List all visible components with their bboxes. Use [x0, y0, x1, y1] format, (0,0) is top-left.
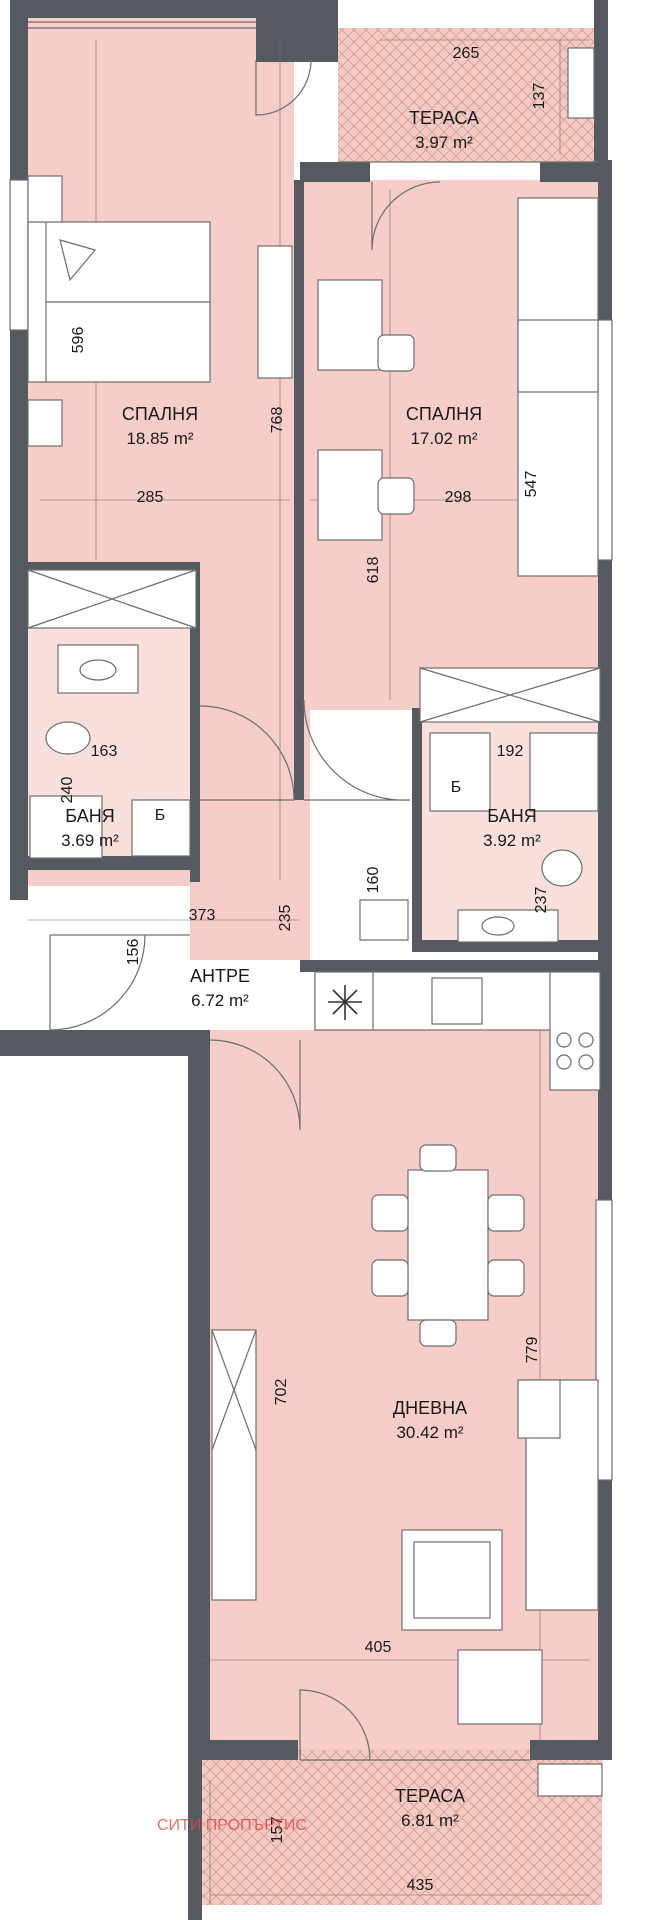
bath-right-name: БАНЯ [487, 806, 536, 826]
wall [412, 940, 612, 952]
washing-machine-icon [429, 732, 491, 812]
dim-label: 192 [497, 743, 524, 760]
heater-left-label: Б [155, 807, 166, 824]
shower-icon [529, 732, 599, 812]
openings [9, 21, 613, 1905]
chair [377, 477, 415, 515]
washing-machine-icon [359, 899, 409, 941]
nightstand [27, 399, 63, 447]
wall [594, 0, 608, 182]
washing-machine-icon [131, 799, 191, 857]
living-name: ДНЕВНА [393, 1398, 467, 1418]
wall [294, 180, 304, 800]
dimension-labels: 265 137 596 768 285 298 547 618 163 240 … [59, 45, 550, 1894]
wall [300, 960, 612, 972]
dim-label: 157 [269, 1817, 286, 1844]
living-area: 30.42 m² [396, 1423, 463, 1442]
wall [0, 1030, 210, 1056]
terrace-unit [537, 1763, 603, 1797]
stove-icon [549, 971, 601, 1091]
dim-label: 235 [277, 905, 294, 932]
hall-area: 6.72 m² [191, 991, 249, 1010]
heater-right-label: Б [451, 779, 462, 796]
wardrobe [27, 175, 63, 223]
terrace-top-area: 3.97 m² [415, 133, 473, 152]
wall [10, 0, 28, 900]
bedroom-right-area: 17.02 m² [410, 429, 477, 448]
bedroom-left-area: 18.85 m² [126, 429, 193, 448]
wall [28, 562, 198, 572]
bath-right-area: 3.92 m² [483, 831, 541, 850]
wall [256, 0, 338, 62]
wall [530, 1740, 612, 1760]
hall-floor-2 [190, 700, 310, 960]
armchair [457, 1649, 543, 1725]
bath-left-name: БАНЯ [65, 806, 114, 826]
terrace-unit [567, 47, 595, 119]
wall [28, 856, 200, 870]
terrace-bottom-name: ТЕРАСА [395, 1786, 465, 1806]
dim-label: 156 [125, 939, 142, 966]
wall [412, 718, 422, 948]
dim-label: 435 [407, 1877, 434, 1894]
wall [188, 1740, 298, 1760]
dim-label: 160 [365, 867, 382, 894]
desk-right [317, 279, 383, 371]
dim-label: 596 [70, 327, 87, 354]
coffee-table [401, 1529, 503, 1631]
sink-icon [431, 977, 483, 1025]
wall [190, 562, 200, 882]
room-labels: ТЕРАСА 3.97 m² СПАЛНЯ 18.85 m² СПАЛНЯ 17… [61, 108, 541, 1830]
bath-left-area: 3.69 m² [61, 831, 119, 850]
wall [188, 1760, 202, 1920]
hall-name: АНТРЕ [190, 966, 250, 986]
dim-label: 373 [189, 907, 216, 924]
shower-icon [29, 795, 103, 859]
wardrobe-living [211, 1329, 257, 1601]
wall [300, 162, 370, 182]
wall [10, 0, 256, 18]
toilet-icon [541, 849, 583, 887]
snowflake-icon [328, 985, 362, 1020]
furniture [27, 47, 603, 1797]
watermark: СИТИ ПРОПЪРТИС [157, 1817, 307, 1834]
sink-icon [57, 644, 139, 694]
dim-label: 137 [531, 83, 548, 110]
dim-label: 163 [91, 743, 118, 760]
bedroom-left-name: СПАЛНЯ [122, 404, 198, 424]
heater-labels: Б Б [155, 779, 462, 824]
chair [377, 334, 415, 372]
dim-label: 298 [445, 489, 472, 506]
desk-right-2 [317, 449, 383, 541]
bed-icon [27, 221, 211, 383]
terrace-top-name: ТЕРАСА [409, 108, 479, 128]
toilet-icon [45, 721, 91, 755]
dim-label: 618 [365, 557, 382, 584]
bedroom-right-name: СПАЛНЯ [406, 404, 482, 424]
dim-label: 702 [273, 1379, 290, 1406]
dim-label: 405 [365, 1639, 392, 1656]
dim-label: 547 [523, 471, 540, 498]
dim-label: 265 [453, 45, 480, 62]
dim-label: 285 [137, 489, 164, 506]
terrace-bottom-floor [202, 1750, 602, 1905]
wall [540, 162, 610, 182]
dim-label: 779 [524, 1337, 541, 1364]
desk-left [257, 245, 293, 379]
dim-label: 768 [269, 407, 286, 434]
dim-label: 237 [533, 887, 550, 914]
wall [188, 1030, 210, 1760]
table-icon [371, 1144, 525, 1347]
dim-label: 240 [59, 777, 76, 804]
terrace-bottom-area: 6.81 m² [401, 1811, 459, 1830]
sink-icon [457, 909, 559, 943]
terrace-top-floor [338, 28, 602, 162]
